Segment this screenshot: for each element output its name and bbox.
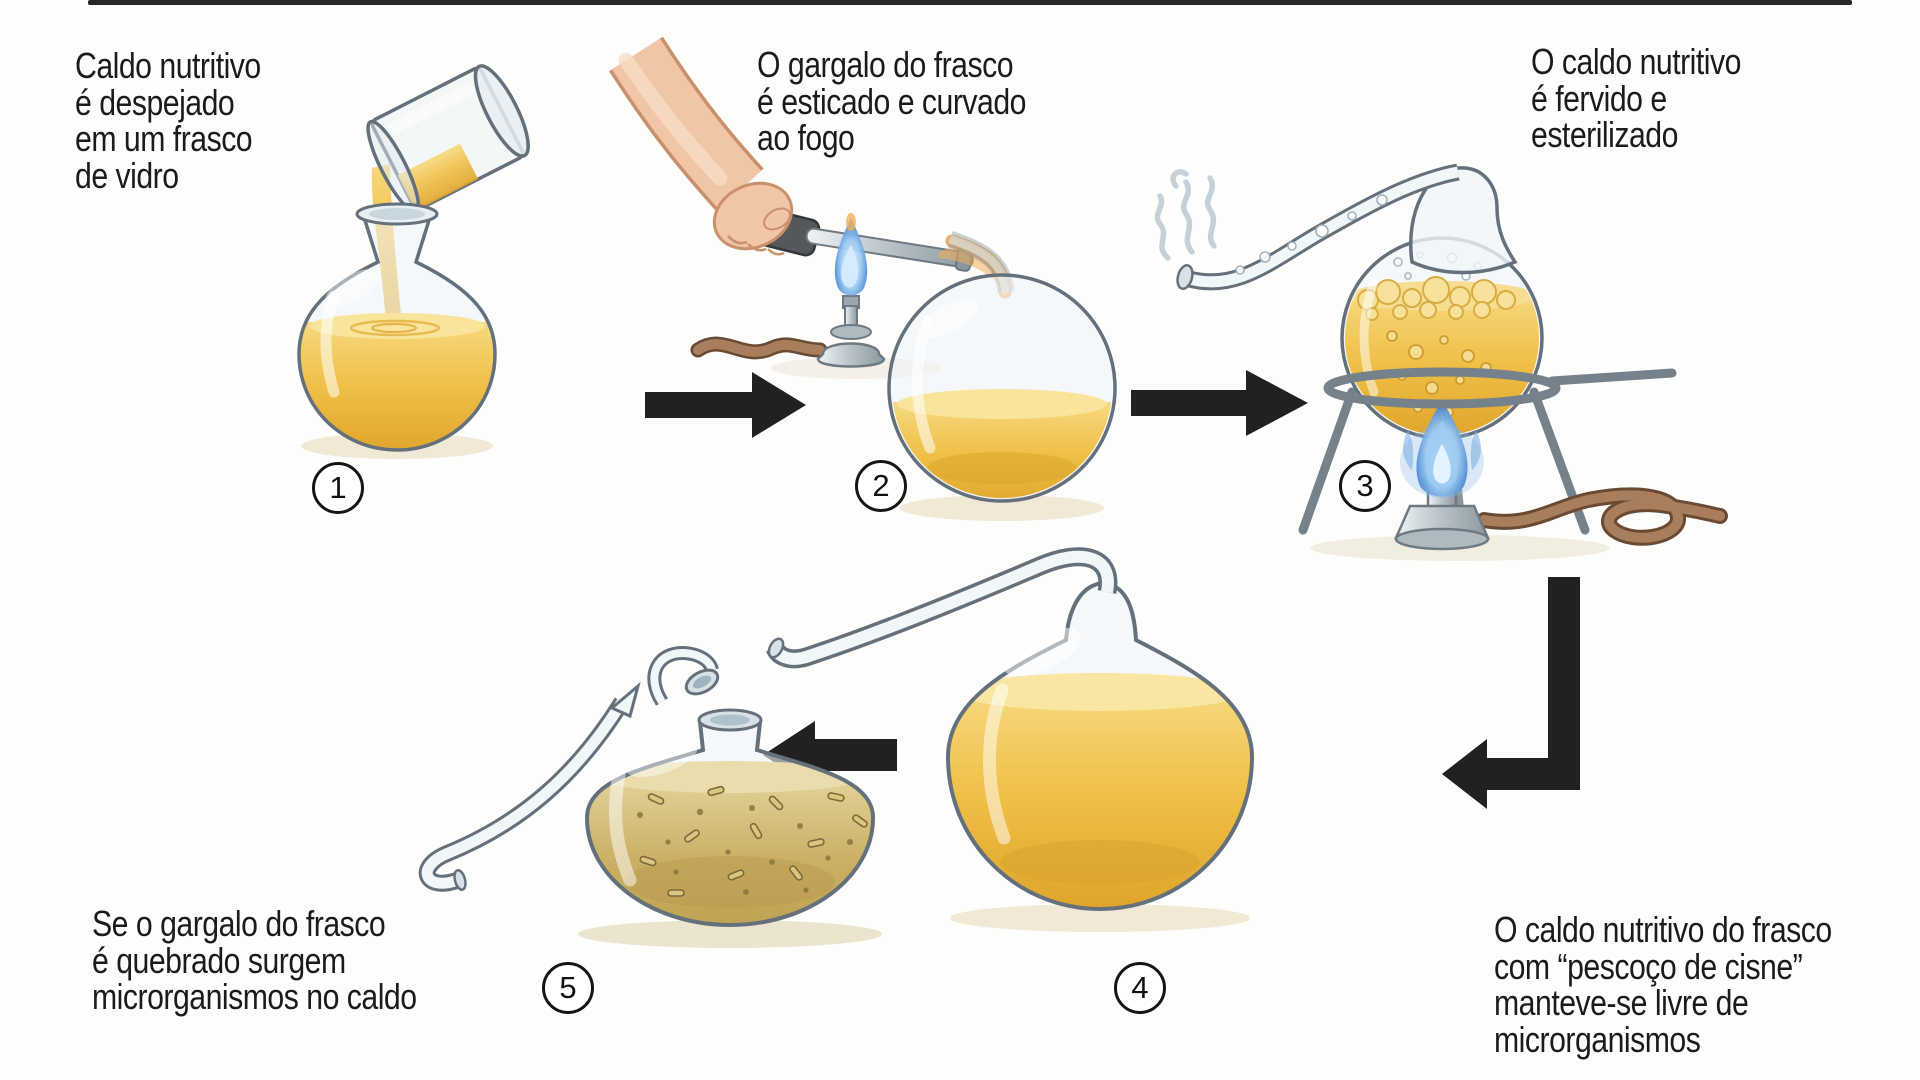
swan-neck-tube-4: [766, 547, 1118, 669]
step-1-label: Caldo nutritivo é despejado em um frasco…: [75, 45, 261, 196]
step-4-label: O caldo nutritivo do frasco com “pescoço…: [1494, 909, 1832, 1060]
step-3-illustration: [1154, 163, 1728, 561]
hand-and-arm: [609, 36, 764, 212]
flask-5-contaminated-broth: [587, 761, 873, 925]
tripod-ring: [1323, 367, 1561, 409]
step-4-number: 4: [1131, 970, 1149, 1005]
foam-bubbles: [1357, 276, 1516, 321]
flask-5-shadow: [578, 920, 882, 948]
broken-neck-tube: [418, 681, 641, 892]
swan-neck-flask-4: [945, 580, 1255, 912]
round-flask-2: [887, 273, 1117, 503]
gas-hose-2: [690, 336, 828, 360]
beaker-pouring-icon: [366, 64, 530, 214]
step-2-number: 2: [872, 468, 890, 503]
microorganisms: [637, 785, 868, 897]
flask-2-shadow: [900, 495, 1104, 521]
step-1-number-badge: 1: [312, 462, 364, 514]
step-2-label: O gargalo do frasco é esticado e curvado…: [757, 44, 1026, 158]
glass-rod-barrel: [805, 227, 974, 272]
arrow-step3-to-step4: [1442, 577, 1580, 809]
step-1-number: 1: [329, 470, 347, 505]
jagged-break: [609, 681, 641, 719]
burner-3-flame-icon: [1400, 400, 1484, 498]
step-4-illustration: [766, 547, 1255, 932]
flask-4-shadow: [950, 904, 1250, 932]
contaminated-flask-5: [584, 708, 876, 928]
coiled-gas-hose: [1476, 487, 1728, 546]
boiling-flask-3: [1340, 236, 1544, 440]
swan-neck-tube-3: [1176, 163, 1460, 291]
top-border-line: [88, 0, 1852, 5]
tube-bubbles: [1235, 194, 1388, 275]
step-5-label: Se o gargalo do frasco é quebrado surgem…: [92, 903, 417, 1017]
step-5-number: 5: [559, 970, 577, 1005]
arrow-step1-to-step2: [645, 372, 806, 438]
round-flask-1: [297, 202, 497, 452]
arrow-step2-to-step3: [1131, 370, 1308, 436]
step-5-number-badge: 5: [542, 962, 594, 1014]
small-burner: [816, 295, 886, 368]
step-3-label: O caldo nutritivo é fervido e esteriliza…: [1531, 41, 1741, 155]
step-1-illustration: [297, 64, 530, 459]
broken-neck-piece: [647, 646, 720, 706]
fist: [712, 181, 794, 256]
step-3-number-badge: 3: [1339, 460, 1391, 512]
step-2-number-badge: 2: [855, 460, 907, 512]
burner-2-flame-icon: [834, 213, 868, 296]
step-4-number-badge: 4: [1114, 962, 1166, 1014]
step-5-illustration: [418, 646, 882, 948]
steam-icon: [1154, 169, 1217, 261]
step-3-number: 3: [1356, 468, 1374, 503]
